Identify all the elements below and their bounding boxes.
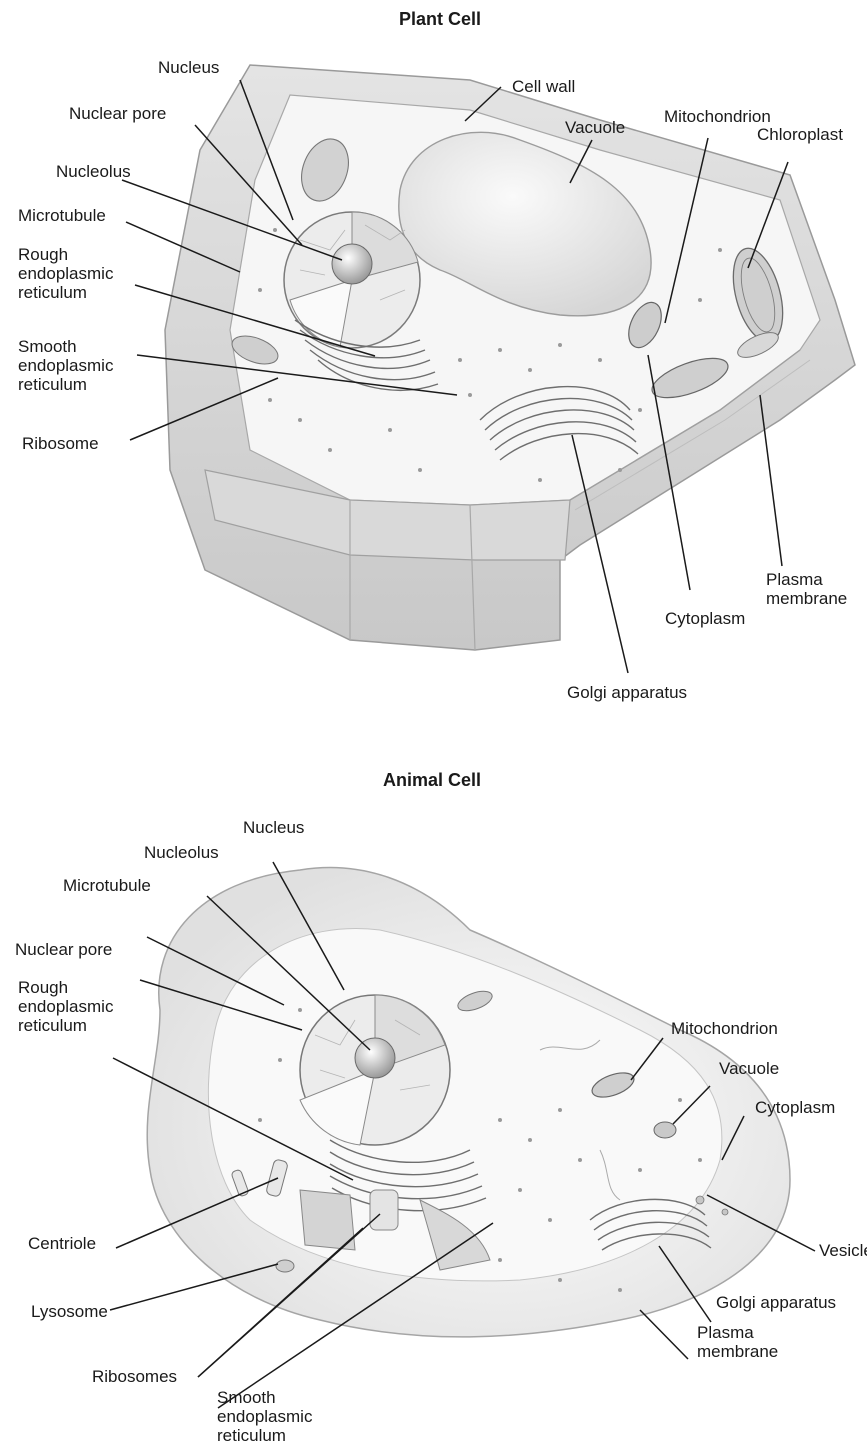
plant-nucleus-shape (284, 212, 420, 348)
plant-label-golgi: Golgi apparatus (567, 683, 687, 702)
plant-cell-title: Plant Cell (399, 9, 481, 30)
animal-label-vesicle: Vesicle (819, 1241, 867, 1260)
animal-label-nucleus: Nucleus (243, 818, 304, 837)
animal-label-plasma-membrane: Plasma membrane (697, 1323, 778, 1361)
animal-label-rough-er: Rough endoplasmic reticulum (18, 978, 113, 1035)
plant-cell-illustration (165, 65, 855, 650)
animal-label-nuclear-pore: Nuclear pore (15, 940, 112, 959)
plant-label-cytoplasm: Cytoplasm (665, 609, 745, 628)
plant-label-nucleolus: Nucleolus (56, 162, 131, 181)
animal-label-golgi: Golgi apparatus (716, 1293, 836, 1312)
plant-label-plasma-membrane: Plasma membrane (766, 570, 847, 608)
animal-lysosome-shape (276, 1260, 294, 1272)
plant-label-microtubule: Microtubule (18, 206, 106, 225)
animal-label-vacuole: Vacuole (719, 1059, 779, 1078)
animal-label-cytoplasm: Cytoplasm (755, 1098, 835, 1117)
animal-label-smooth-er: Smooth endoplasmic reticulum (217, 1388, 312, 1445)
animal-label-ribosomes: Ribosomes (92, 1367, 177, 1386)
animal-label-centriole: Centriole (28, 1234, 96, 1253)
plant-label-nucleus: Nucleus (158, 58, 219, 77)
animal-label-nucleolus: Nucleolus (144, 843, 219, 862)
animal-label-lysosome: Lysosome (31, 1302, 108, 1321)
plant-label-cell-wall: Cell wall (512, 77, 575, 96)
animal-label-mitochondrion: Mitochondrion (671, 1019, 778, 1038)
plant-label-rough-er: Rough endoplasmic reticulum (18, 245, 113, 302)
plant-label-vacuole: Vacuole (565, 118, 625, 137)
animal-vacuole-shape (654, 1122, 676, 1138)
plant-label-chloroplast: Chloroplast (757, 125, 843, 144)
animal-label-microtubule: Microtubule (63, 876, 151, 895)
plant-label-smooth-er: Smooth endoplasmic reticulum (18, 337, 113, 394)
animal-nucleus-shape (300, 995, 450, 1145)
plant-label-ribosome: Ribosome (22, 434, 99, 453)
animal-cell-title: Animal Cell (383, 770, 481, 791)
plant-label-nuclear-pore: Nuclear pore (69, 104, 166, 123)
plant-label-mitochondrion: Mitochondrion (664, 107, 771, 126)
